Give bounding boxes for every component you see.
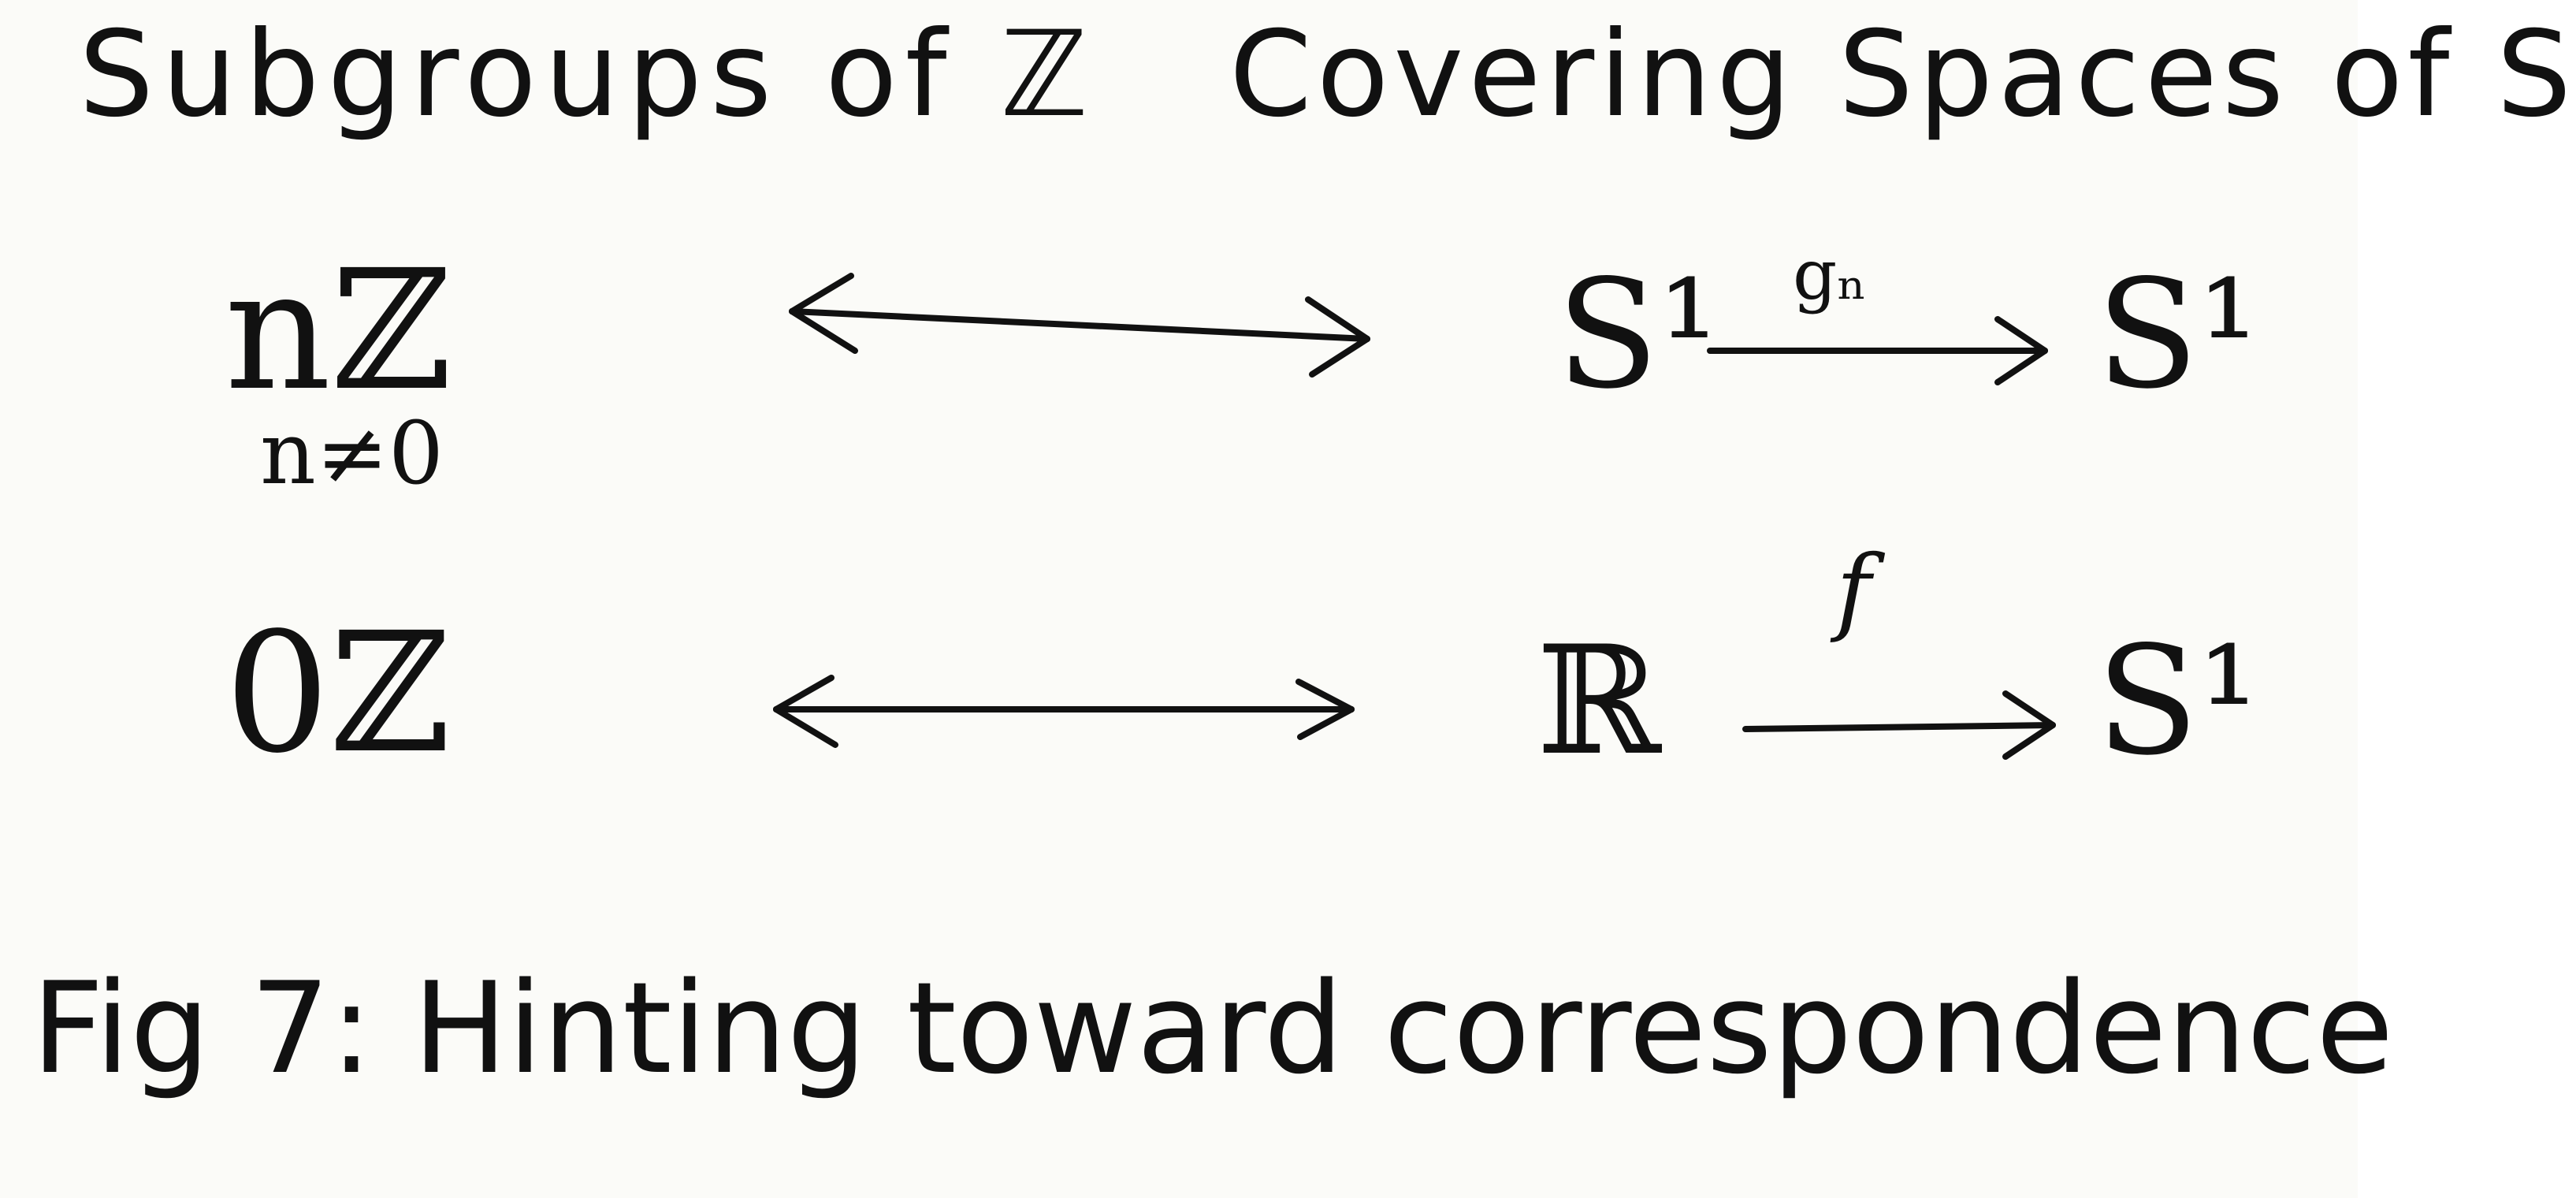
row-2-left-expression: 0ℤ (225, 597, 451, 790)
header-subgroups: Subgroups of ℤ (79, 6, 1096, 143)
header-covering-spaces: Covering Spaces of S (1229, 6, 2576, 143)
figure-caption: Fig 7: Hinting toward correspondence (32, 954, 2394, 1102)
row-1-bidirectional-arrow (789, 273, 1370, 378)
row-1-left-expression: nℤ (225, 234, 452, 427)
row-1-right-source: S¹ (1556, 247, 1719, 422)
row-2-bidirectional-arrow (773, 675, 1355, 748)
row-1-map-label: gₙ (1793, 234, 1868, 315)
row-1-condition: n≠0 (260, 403, 444, 504)
row-2-right-target: S¹ (2096, 614, 2259, 788)
row-2-map-arrow (1742, 690, 2056, 760)
row-2-map-label: f (1836, 536, 1872, 646)
row-1-right-target: S¹ (2096, 247, 2259, 422)
row-1-map-arrow (1707, 316, 2048, 385)
hand-drawn-diagram-page: Subgroups of ℤ Covering Spaces of S nℤ n… (32, 6, 2576, 1092)
row-2-right-source: ℝ (1537, 614, 1661, 788)
